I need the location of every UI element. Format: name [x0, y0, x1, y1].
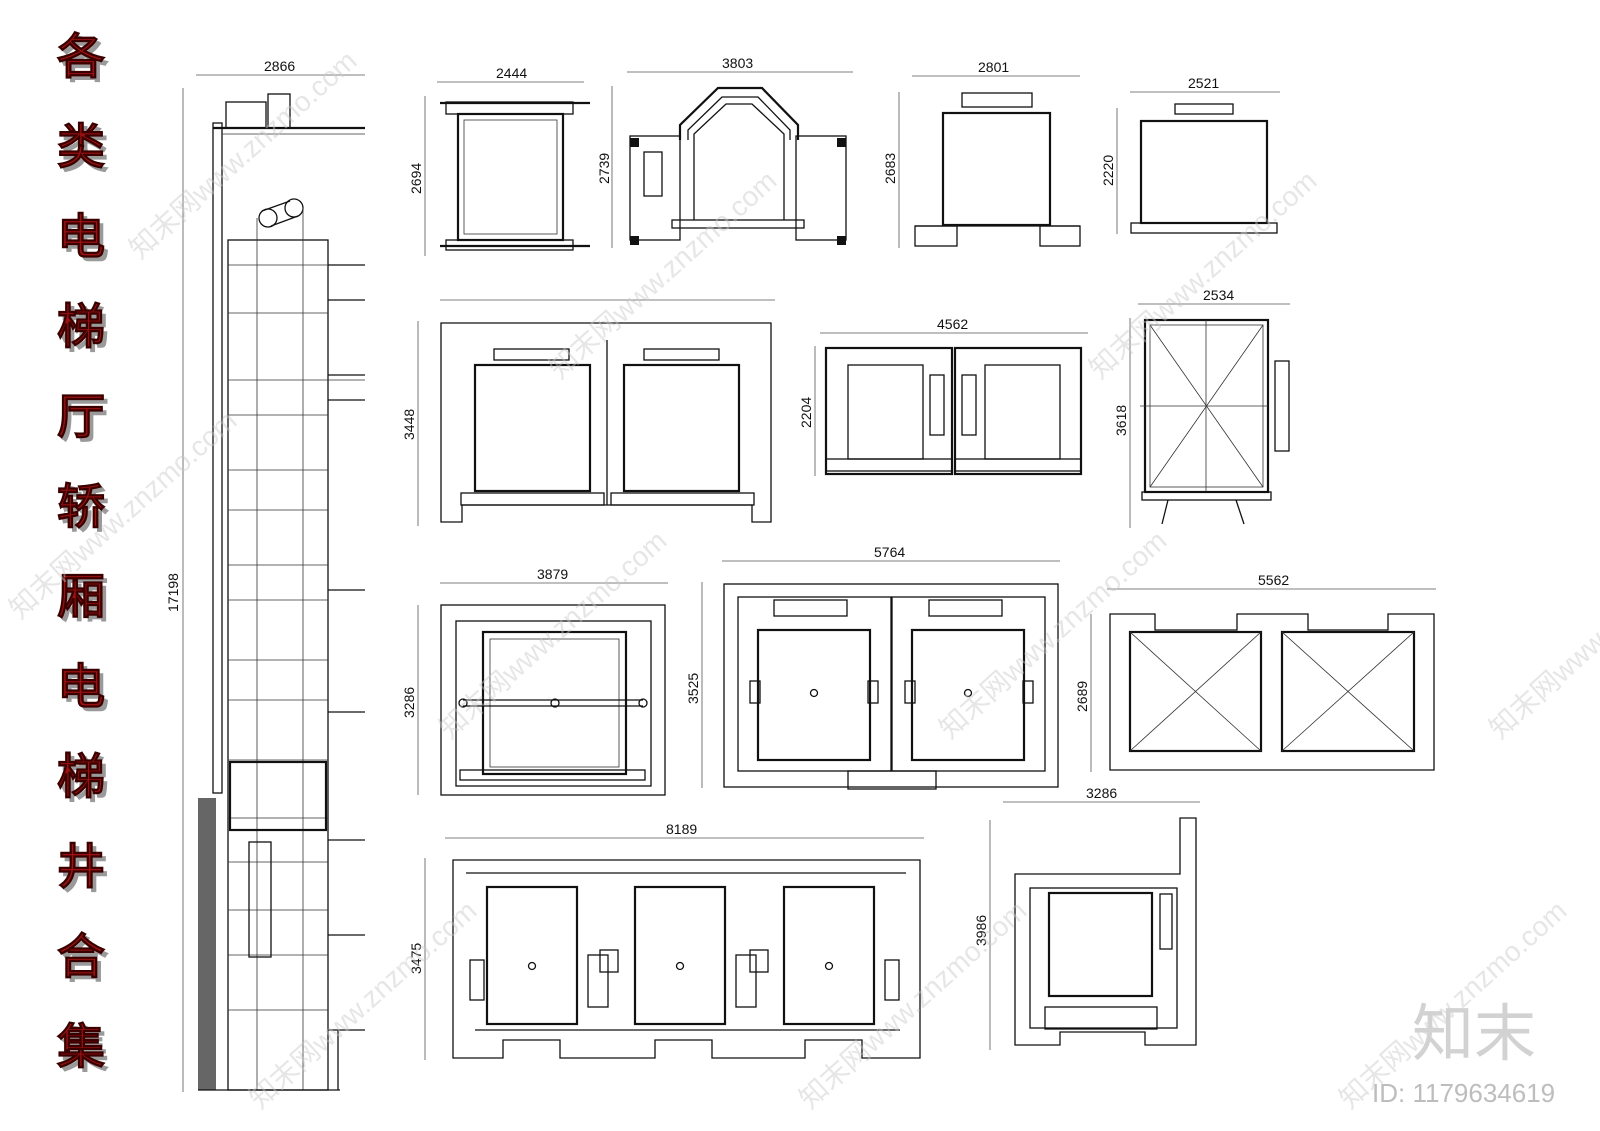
- watermark-text: 知末网www.znzmo.com: [793, 895, 1032, 1115]
- watermark-text: 知末网www.znzmo.com: [123, 45, 362, 265]
- dim-2739: 2739: [596, 153, 612, 184]
- plan-2444: 2444 2694: [408, 65, 590, 256]
- title-char-4: 梯: [57, 299, 105, 355]
- watermarks: 知末网www.znzmo.com 知末网www.znzmo.com 知末网www…: [3, 45, 1600, 1115]
- title-column: 各 各 类 类 电 电 梯 梯 厅 厅 轿 轿 厢 厢 电 电 梯 梯 井 井 …: [56, 29, 110, 1079]
- watermark-text: 知末网www.znzmo.com: [1083, 165, 1322, 385]
- dim-3879: 3879: [537, 566, 568, 582]
- dim-2866: 2866: [264, 58, 295, 74]
- title-char-5: 厅: [57, 389, 105, 445]
- title-char-9: 梯: [57, 749, 105, 805]
- dim-2694: 2694: [408, 163, 424, 194]
- title-char-shadow: 电: [61, 213, 109, 269]
- plan-3803: 3803 2739: [596, 55, 853, 248]
- plan-double-5764: 5764 3525: [685, 544, 1060, 790]
- dim-2220: 2220: [1100, 155, 1116, 186]
- watermark-text: 知末网www.znzmo.com: [243, 895, 482, 1115]
- title-char-shadow: 电: [61, 663, 109, 719]
- plan-3286: 3286 3986: [973, 785, 1200, 1050]
- dim-4562: 4562: [937, 316, 968, 332]
- dim-3475: 3475: [408, 943, 424, 974]
- title-char-shadow: 各: [61, 33, 110, 89]
- dim-17198: 17198: [165, 573, 181, 612]
- dim-2444: 2444: [496, 65, 527, 81]
- watermark-text: 知末网www.znzmo.com: [433, 525, 672, 745]
- title-char-3: 电: [57, 209, 105, 265]
- title-char-11: 合: [57, 929, 105, 985]
- title-char-2: 类: [57, 119, 105, 175]
- plan-2801: 2801 2683: [882, 59, 1081, 248]
- title-char-8: 电: [57, 659, 105, 715]
- dim-3803: 3803: [722, 55, 753, 71]
- pit-hatch: [198, 798, 216, 1090]
- plan-triple-8189: 8189 3475: [408, 821, 924, 1060]
- plan-3879: 3879 3286: [401, 566, 668, 796]
- dim-3286-a: 3286: [401, 687, 417, 718]
- dim-2801: 2801: [978, 59, 1009, 75]
- title-char-shadow: 梯: [61, 753, 109, 809]
- title-char-shadow: 合: [61, 933, 109, 989]
- dim-3525: 3525: [685, 673, 701, 704]
- dim-2521: 2521: [1188, 75, 1219, 91]
- watermark-text: 知末网www.znzmo.com: [543, 165, 782, 385]
- title-char-shadow: 集: [60, 1023, 109, 1079]
- title-char-shadow: 厅: [61, 393, 109, 449]
- id-label: ID: 1179634619: [1372, 1078, 1555, 1108]
- dim-2689: 2689: [1074, 681, 1090, 712]
- watermark-text: 知末网www.znzmo.com: [1483, 525, 1600, 745]
- plan-double-3448: 3448: [401, 299, 775, 526]
- dim-2534: 2534: [1203, 287, 1234, 303]
- dim-3618: 3618: [1113, 405, 1129, 436]
- title-char-6: 轿: [57, 479, 106, 535]
- title-char-10: 井: [57, 839, 105, 895]
- title-char-shadow: 轿: [61, 483, 110, 539]
- dim-3448: 3448: [401, 409, 417, 440]
- title-char-shadow: 类: [61, 123, 109, 179]
- title-char-shadow: 厢: [61, 573, 109, 629]
- watermark-text: 知末网www.znzmo.com: [3, 405, 242, 625]
- plan-2521: 2521 2220: [1100, 75, 1280, 234]
- brand-logo-text: 知末: [1412, 997, 1536, 1070]
- elevator-car: [228, 760, 328, 832]
- title-char-1: 各: [57, 29, 106, 85]
- title-char-7: 厢: [57, 569, 105, 625]
- dim-2683: 2683: [882, 153, 898, 184]
- title-char-shadow: 井: [61, 843, 109, 899]
- dim-5764: 5764: [874, 544, 905, 560]
- plan-double-4562: 4562 2204: [798, 316, 1088, 476]
- title-char-shadow: 梯: [61, 303, 109, 359]
- dim-3286-b: 3286: [1086, 785, 1117, 801]
- shaft-section: 2866 17198: [165, 58, 365, 1092]
- plan-shaft-2534: 2534 3618: [1113, 287, 1290, 528]
- title-char-12: 集: [56, 1019, 105, 1075]
- dim-3986: 3986: [973, 915, 989, 946]
- watermark-text: 知末网www.znzmo.com: [933, 525, 1172, 745]
- dim-2204: 2204: [798, 397, 814, 428]
- plan-double-shaft-5562: 5562 2689: [1074, 572, 1436, 772]
- dim-8189: 8189: [666, 821, 697, 837]
- dim-5562: 5562: [1258, 572, 1289, 588]
- counterweight: [248, 841, 272, 958]
